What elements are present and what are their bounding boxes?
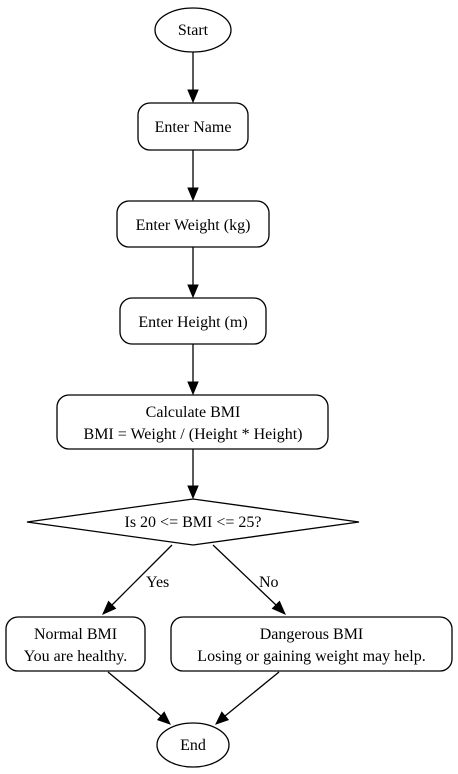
node-normal-bmi-line2: You are healthy.: [24, 648, 128, 665]
node-dangerous-bmi-line2: Losing or gaining weight may help.: [197, 648, 425, 665]
edge-calculate-to-decision: [187, 449, 199, 500]
edge-start-to-enter-name: [187, 52, 199, 104]
node-start: Start: [154, 7, 232, 53]
edge-enter-weight-to-enter-height: [187, 247, 199, 299]
edge-label-yes: Yes: [146, 574, 169, 591]
edge-enter-name-to-enter-weight: [187, 150, 199, 202]
edge-decision-no-to-dangerous: [212, 544, 286, 615]
edge-normal-to-end: [107, 671, 171, 725]
node-calculate-bmi-line2: BMI = Weight / (Height * Height): [84, 426, 303, 443]
node-enter-weight: Enter Weight (kg): [116, 200, 270, 248]
node-end-label: End: [180, 737, 206, 754]
node-calculate-bmi-line1: Calculate BMI: [146, 404, 241, 421]
node-enter-weight-label: Enter Weight (kg): [136, 217, 251, 234]
node-enter-name: Enter Name: [137, 102, 249, 151]
node-normal-bmi: Normal BMI You are healthy.: [5, 616, 146, 672]
edge-decision-yes-to-normal: [102, 544, 173, 615]
node-start-label: Start: [178, 22, 209, 39]
node-enter-height-label: Enter Height (m): [138, 314, 247, 331]
node-normal-bmi-line1: Normal BMI: [34, 626, 117, 643]
node-end: End: [156, 722, 230, 768]
node-dangerous-bmi-line1: Dangerous BMI: [260, 626, 364, 643]
node-enter-height: Enter Height (m): [119, 297, 267, 345]
node-decision: Is 20 <= BMI <= 25?: [26, 498, 360, 546]
edge-label-no: No: [259, 574, 279, 591]
node-enter-name-label: Enter Name: [155, 119, 232, 136]
edge-enter-height-to-calculate: [187, 344, 199, 396]
edge-dangerous-to-end: [215, 671, 280, 725]
node-decision-label: Is 20 <= BMI <= 25?: [125, 514, 262, 531]
node-dangerous-bmi: Dangerous BMI Losing or gaining weight m…: [170, 616, 453, 672]
node-calculate-bmi: Calculate BMI BMI = Weight / (Height * H…: [56, 394, 329, 450]
